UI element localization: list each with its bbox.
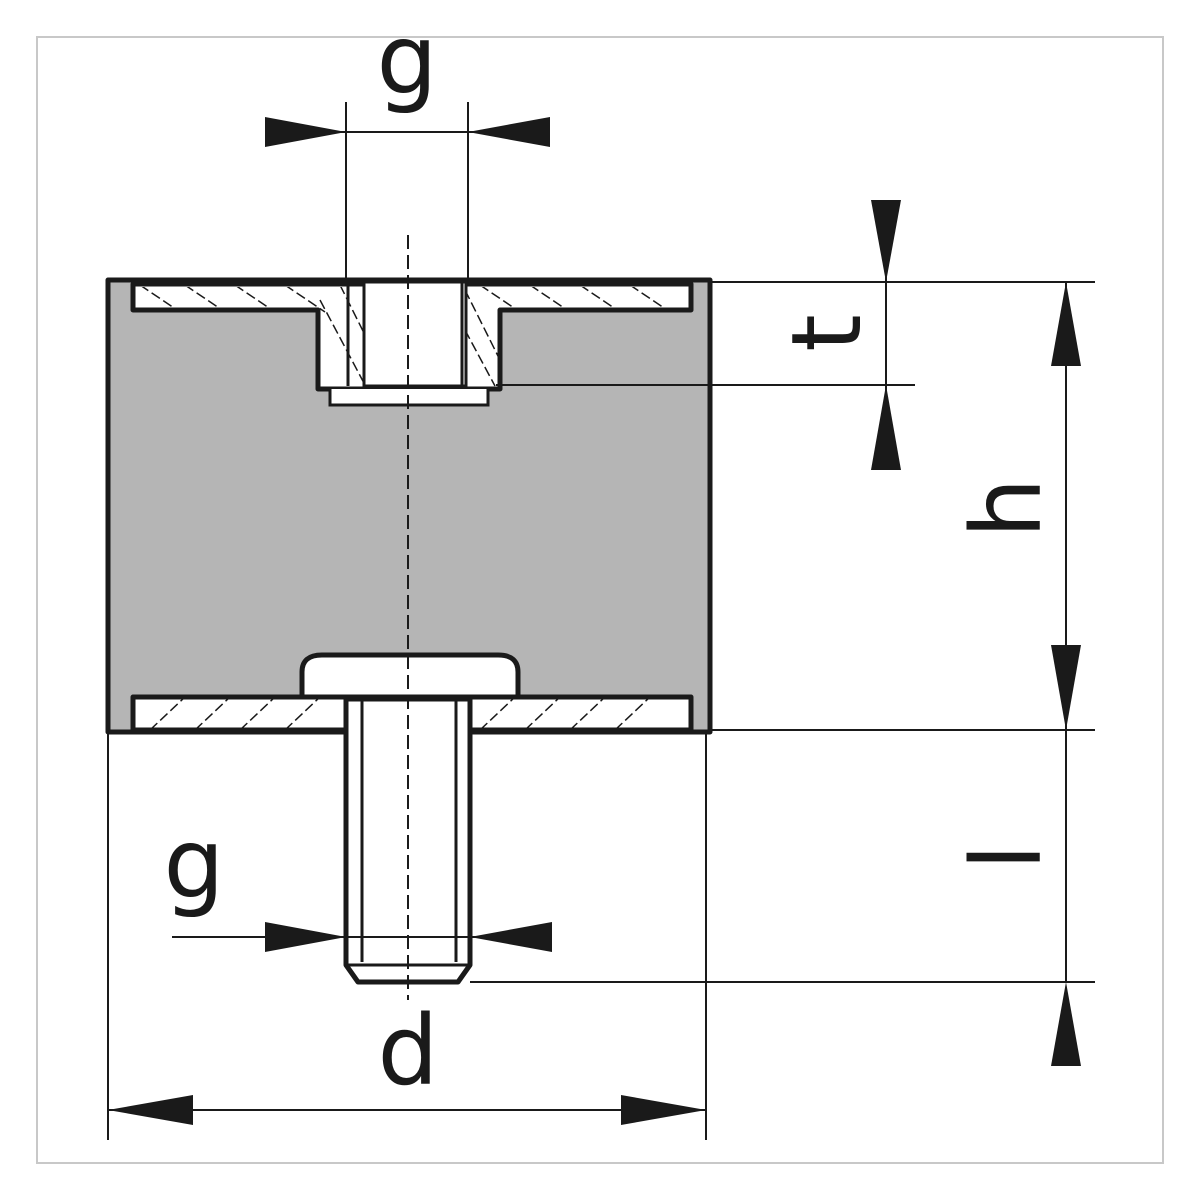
arrow-up-icon [1051,982,1081,1066]
arrow-right-icon [621,1095,706,1125]
arrow-right-icon [265,117,346,147]
arrow-down-icon [871,200,901,282]
arrow-left-icon [468,117,550,147]
label-l: l [951,844,1063,871]
threaded-bore [362,280,468,388]
dimension-h [710,282,1095,731]
bolt-head [299,652,521,700]
bottom-plate-hatching [149,697,651,728]
arrow-up-icon [1051,282,1081,366]
arrow-up-icon [871,385,901,470]
arrow-left-icon [470,922,552,952]
label-h: h [951,478,1063,539]
dimension-g-top [265,102,550,280]
dimension-d [107,732,707,1140]
label-t: t [771,314,883,352]
dimension-g-bottom [172,922,552,952]
arrow-down-icon [1051,645,1081,730]
dimension-t [496,200,1095,470]
arrow-left-icon [108,1095,193,1125]
label-d: d [378,995,439,1107]
top-plate-hatching [139,287,671,387]
dimension-l [470,730,1095,1066]
outer-frame [36,36,1164,1164]
label-g-top: g [377,4,438,116]
label-g-bottom: g [164,808,225,920]
arrow-right-icon [265,922,346,952]
